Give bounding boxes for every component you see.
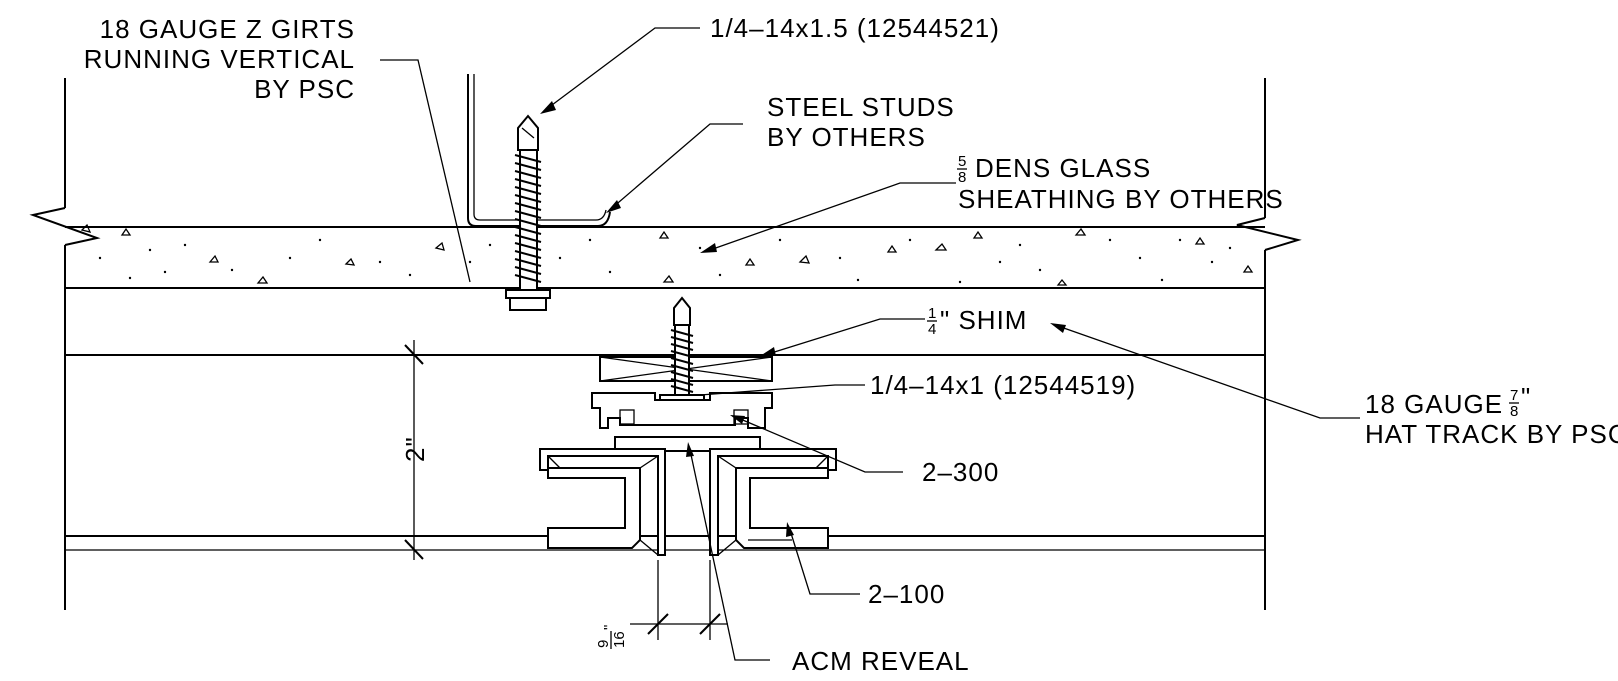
- label-2-100: 2–100: [868, 579, 945, 609]
- svg-text:1: 1: [928, 305, 936, 322]
- svg-text:9: 9: [595, 640, 612, 648]
- sheathing-dots: [98, 238, 1232, 284]
- svg-text:" SHIM: " SHIM: [940, 305, 1027, 335]
- svg-text:16: 16: [611, 631, 628, 648]
- label-dim-reveal: 9 16 ": [595, 625, 628, 649]
- svg-text:": ": [1521, 382, 1531, 412]
- svg-text:8: 8: [1510, 403, 1518, 420]
- label-screw-small: 1/4–14x1 (12544519): [870, 370, 1136, 400]
- panel-return-right: [709, 448, 837, 556]
- svg-text:STEEL STUDS: STEEL STUDS: [767, 92, 955, 122]
- screw-small: [659, 296, 705, 416]
- svg-text:BY PSC: BY PSC: [254, 74, 355, 104]
- svg-text:DENS GLASS: DENS GLASS: [975, 153, 1151, 183]
- svg-text:18 GAUGE Z GIRTS: 18 GAUGE Z GIRTS: [100, 14, 355, 44]
- sheathing-speckle: [80, 223, 1254, 286]
- label-shim: 1 4 " SHIM: [927, 305, 1027, 338]
- leaders: [380, 27, 1360, 661]
- svg-text:": ": [601, 625, 618, 630]
- svg-text:18 GAUGE: 18 GAUGE: [1365, 389, 1503, 419]
- dimension-reveal: [630, 560, 728, 640]
- label-screw-large: 1/4–14x1.5 (12544521): [710, 13, 1000, 43]
- svg-text:HAT TRACK BY PSC: HAT TRACK BY PSC: [1365, 419, 1618, 449]
- svg-text:7: 7: [1510, 387, 1518, 404]
- label-dim-2in: 2": [400, 436, 430, 462]
- steel-stud: [467, 74, 611, 227]
- label-dens-glass: 5 8 DENS GLASS SHEATHING BY OTHERS: [957, 153, 1284, 214]
- svg-text:RUNNING VERTICAL: RUNNING VERTICAL: [84, 44, 355, 74]
- label-z-girts: 18 GAUGE Z GIRTS RUNNING VERTICAL BY PSC: [84, 14, 355, 104]
- panel-return-left: [539, 448, 666, 556]
- screw-large: [505, 114, 551, 311]
- svg-text:4: 4: [928, 321, 936, 338]
- extrusion-2-300: [591, 392, 773, 429]
- svg-text:SHEATHING BY OTHERS: SHEATHING BY OTHERS: [958, 184, 1284, 214]
- label-steel-studs: STEEL STUDS BY OTHERS: [767, 92, 955, 152]
- svg-text:8: 8: [958, 169, 966, 186]
- svg-text:BY OTHERS: BY OTHERS: [767, 122, 926, 152]
- label-acm-reveal: ACM REVEAL: [792, 646, 970, 676]
- svg-text:5: 5: [958, 153, 966, 170]
- label-2-300: 2–300: [922, 457, 999, 487]
- label-hat-track: 18 GAUGE 7 8 " HAT TRACK BY PSC: [1365, 382, 1618, 449]
- sheathing-band: [65, 223, 1265, 289]
- dimension-2in: [404, 340, 424, 560]
